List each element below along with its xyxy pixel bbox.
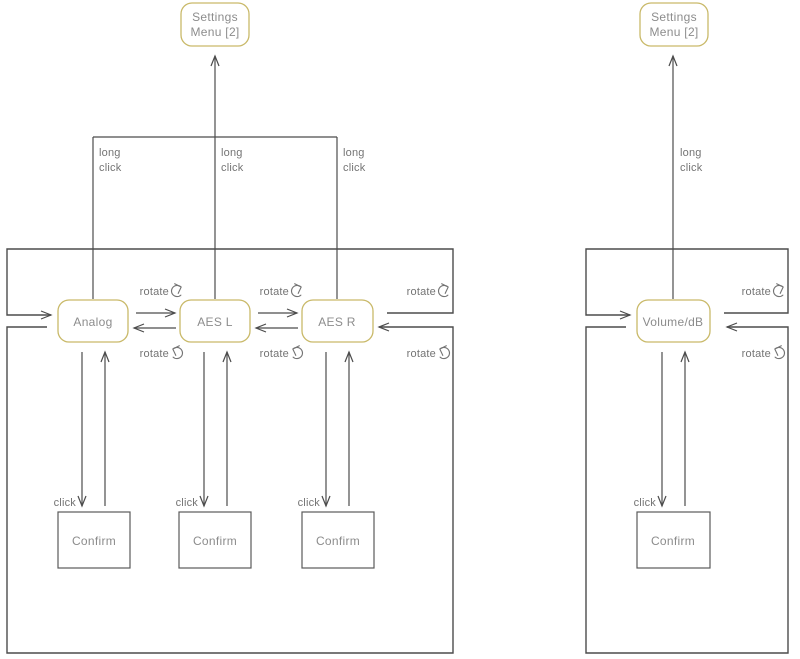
rotate-ccw-label-2: rotate: [260, 345, 304, 360]
analog-box: [57, 299, 129, 343]
long-click-word-click: click: [99, 162, 122, 174]
state-node-analog: Analog: [57, 299, 129, 343]
rotate-word: rotate: [260, 286, 289, 298]
confirm-box: [301, 511, 375, 569]
rotate-cw-label-wrap-right: rotate: [742, 283, 784, 298]
rotate-word: rotate: [742, 286, 771, 298]
analog-label: Analog: [73, 315, 112, 329]
long-click-label-aes-r: long click: [343, 147, 366, 174]
long-click-word-long: long: [343, 147, 365, 159]
aes-l-box: [179, 299, 251, 343]
aes-r-box: [301, 299, 374, 343]
confirm-label: Confirm: [72, 534, 116, 548]
confirm-node-aes-l: Confirm: [178, 511, 252, 569]
settings-menu-label-line2: Menu [2]: [649, 25, 698, 39]
rotate-cw-label-wrap-left: rotate: [407, 283, 449, 298]
rotate-counterclockwise-icon: [172, 345, 184, 360]
settings-menu-label-line1: Settings: [192, 10, 238, 24]
rotate-word: rotate: [140, 286, 169, 298]
aes-l-label: AES L: [197, 315, 233, 329]
rotate-cw-label-1: rotate: [140, 283, 182, 298]
confirm-label: Confirm: [651, 534, 695, 548]
settings-menu-node-right: Settings Menu [2]: [639, 2, 709, 47]
rotate-ccw-label-wrap-right: rotate: [742, 345, 786, 360]
confirm-node-aes-r: Confirm: [301, 511, 375, 569]
click-label-analog: click: [54, 497, 77, 509]
rotate-clockwise-icon: [437, 283, 449, 298]
long-click-word-click: click: [221, 162, 244, 174]
wrap-path-rotate-ccw-right: [585, 322, 789, 654]
confirm-node-analog: Confirm: [57, 511, 131, 569]
rotate-word: rotate: [742, 348, 771, 360]
rotate-counterclockwise-icon: [774, 345, 786, 360]
rotate-word: rotate: [407, 348, 436, 360]
long-click-label-aes-l: long click: [221, 147, 244, 174]
volume-db-label: Volume/dB: [643, 315, 704, 329]
confirm-label: Confirm: [193, 534, 237, 548]
wrap-path-rotate-ccw-left: [6, 322, 454, 654]
wrap-path-rotate-cw-right: [585, 248, 789, 320]
click-label-aes-r: click: [298, 497, 321, 509]
aes-r-label: AES R: [318, 315, 356, 329]
rotate-word: rotate: [407, 286, 436, 298]
settings-menu-label-line1: Settings: [651, 10, 697, 24]
rotate-word: rotate: [140, 348, 169, 360]
state-node-aes-r: AES R: [301, 299, 374, 343]
volume-db-box: [636, 299, 711, 343]
confirm-box: [57, 511, 131, 569]
rotate-ccw-label-1: rotate: [140, 345, 184, 360]
long-click-word-long: long: [221, 147, 243, 159]
rotate-cw-label-2: rotate: [260, 283, 302, 298]
confirm-node-volume: Confirm: [636, 511, 711, 569]
long-click-word-click: click: [680, 162, 703, 174]
rotate-clockwise-icon: [772, 283, 784, 298]
settings-menu-box: [639, 2, 709, 47]
rotate-clockwise-icon: [290, 283, 302, 298]
click-label-aes-l: click: [176, 497, 199, 509]
confirm-label: Confirm: [316, 534, 360, 548]
settings-menu-node-left: Settings Menu [2]: [180, 2, 250, 47]
confirm-box: [178, 511, 252, 569]
long-click-word-long: long: [99, 147, 121, 159]
long-click-word-click: click: [343, 162, 366, 174]
rotate-word: rotate: [260, 348, 289, 360]
rotate-clockwise-icon: [170, 283, 182, 298]
confirm-box: [636, 511, 711, 569]
long-click-word-long: long: [680, 147, 702, 159]
rotate-counterclockwise-icon: [439, 345, 451, 360]
click-label-volume: click: [634, 497, 657, 509]
settings-menu-label-line2: Menu [2]: [190, 25, 239, 39]
rotate-ccw-label-wrap-left: rotate: [407, 345, 451, 360]
wrap-path-rotate-cw-left: [6, 248, 454, 320]
state-node-aes-l: AES L: [179, 299, 251, 343]
long-click-label-analog: long click: [99, 147, 122, 174]
state-node-volume-db: Volume/dB: [636, 299, 711, 343]
settings-menu-box: [180, 2, 250, 47]
long-click-label-volume: long click: [680, 147, 703, 174]
rotate-counterclockwise-icon: [292, 345, 304, 360]
